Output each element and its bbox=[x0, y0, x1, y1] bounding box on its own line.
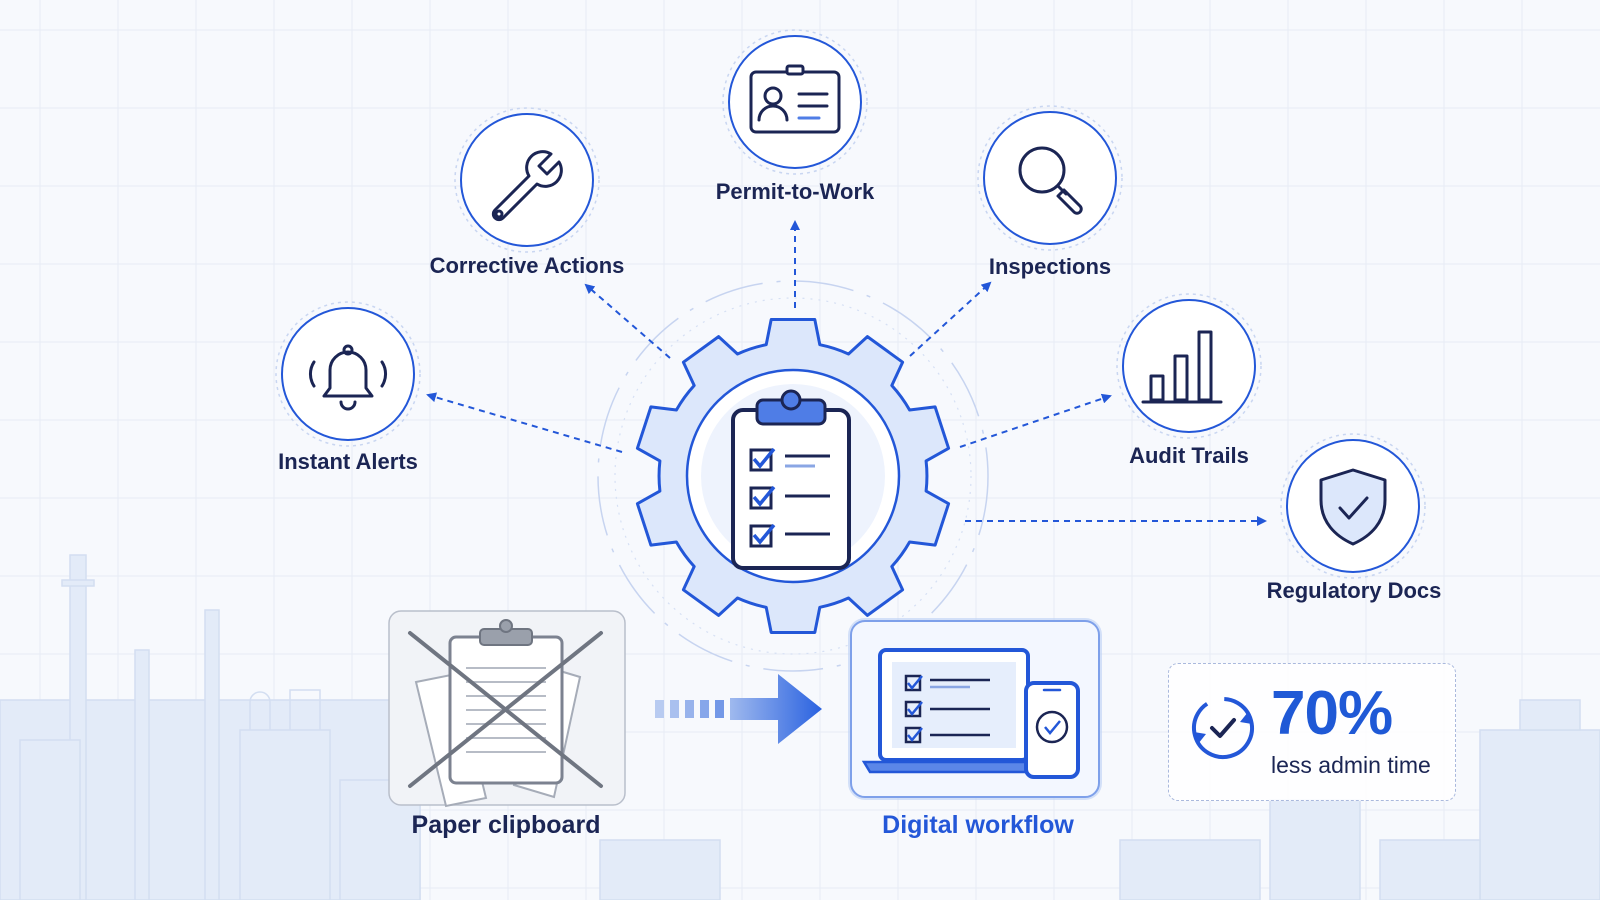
stat-card: 70% less admin time bbox=[1168, 663, 1456, 801]
connector-corrective-actions bbox=[584, 283, 671, 359]
hub-inner-ring bbox=[614, 297, 972, 655]
stat-value: 70% bbox=[1271, 679, 1393, 748]
feature-label-instant-alerts: Instant Alerts bbox=[278, 449, 418, 474]
connector-inspections bbox=[909, 281, 992, 357]
feature-circle-ring-audit-trails bbox=[1116, 293, 1262, 439]
stat-caption: less admin time bbox=[1271, 752, 1431, 778]
laptop-phone-icon bbox=[861, 648, 1080, 779]
bell-icon bbox=[309, 344, 387, 411]
feature-label-permit-to-work: Permit-to-Work bbox=[715, 179, 875, 204]
hub-outer-ring bbox=[597, 280, 989, 672]
bar-chart-icon bbox=[1141, 330, 1223, 404]
feature-circle-ring-corrective-actions bbox=[454, 107, 600, 253]
feature-circle-ring-instant-alerts bbox=[275, 301, 421, 447]
shield-check-icon bbox=[1319, 468, 1387, 546]
feature-circle-instant-alerts bbox=[281, 307, 415, 441]
feature-label-audit-trails: Audit Trails bbox=[1129, 443, 1249, 468]
paper-clipboard-label: Paper clipboard bbox=[411, 811, 601, 839]
right-arrow-icon bbox=[655, 674, 822, 744]
feature-circle-ring-inspections bbox=[977, 105, 1123, 251]
wrench-icon bbox=[491, 150, 563, 222]
clipboard-checklist-gear-icon bbox=[731, 389, 851, 570]
id-card-icon bbox=[749, 64, 841, 134]
feature-circle-permit-to-work bbox=[728, 35, 862, 169]
magnifier-icon bbox=[1018, 146, 1083, 215]
feature-circle-inspections bbox=[983, 111, 1117, 245]
feature-label-corrective-actions: Corrective Actions bbox=[429, 253, 625, 278]
feature-label-inspections: Inspections bbox=[988, 254, 1112, 279]
digital-workflow-label: Digital workflow bbox=[882, 811, 1074, 839]
industrial-skyline bbox=[0, 554, 1600, 900]
connector-audit-trails bbox=[959, 393, 1112, 448]
connector-instant-alerts bbox=[426, 392, 623, 453]
crossed-clipboard-icon bbox=[408, 619, 603, 808]
feature-circle-ring-permit-to-work bbox=[722, 29, 868, 175]
feature-label-regulatory-docs: Regulatory Docs bbox=[1266, 578, 1442, 603]
clock-cycle-icon bbox=[1192, 697, 1254, 759]
feature-circle-ring-regulatory-docs bbox=[1280, 433, 1426, 579]
feature-circle-audit-trails bbox=[1122, 299, 1256, 433]
